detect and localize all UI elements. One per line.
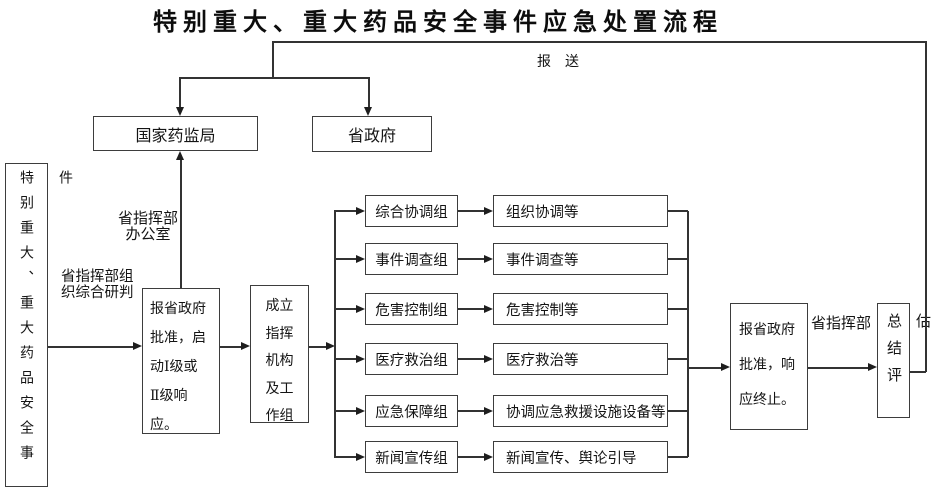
arrowhead-down: [363, 107, 372, 116]
arrowhead-right: [484, 354, 493, 363]
connector-line: [668, 456, 688, 458]
arrowhead-right: [356, 452, 365, 461]
connector-line: [668, 258, 688, 260]
arrowhead-right: [484, 254, 493, 263]
setup-command-box: 成立 指挥 机构 及工 作组: [250, 285, 309, 424]
connector-line: [334, 210, 357, 212]
connector-line: [334, 258, 357, 260]
arrowhead-right: [241, 342, 250, 351]
connector-line: [808, 367, 869, 369]
connector-line: [334, 210, 336, 458]
connector-line: [668, 308, 688, 310]
connector-line: [925, 41, 927, 372]
research-judgement-label: 省指挥部组 织综合研判: [61, 269, 134, 301]
arrowhead-right: [356, 354, 365, 363]
connector-line: [334, 358, 357, 360]
arrowhead-right: [484, 304, 493, 313]
provincial-gov-box: 省政府: [312, 116, 432, 152]
connector-line: [458, 210, 485, 212]
connector-line: [180, 77, 369, 79]
connector-line: [334, 308, 357, 310]
workgroup-box: 应急保障组: [365, 395, 458, 427]
connector-line: [458, 308, 485, 310]
arrowhead-right: [356, 406, 365, 415]
connector-line: [458, 456, 485, 458]
diagram-title: 特别重大、重大药品安全事件应急处置流程: [153, 10, 723, 36]
arrowhead-right: [356, 304, 365, 313]
duty-box: 协调应急救援设施设备等: [493, 395, 668, 427]
duty-box: 新闻宣传、舆论引导: [493, 441, 668, 473]
arrowhead-right: [133, 342, 142, 351]
connector-line: [910, 371, 926, 373]
arrowhead-down: [175, 107, 184, 116]
connector-line: [48, 346, 134, 348]
connector-line: [180, 159, 182, 288]
nmpa-box: 国家药监局: [93, 116, 258, 151]
submit-report-label: 报 送: [537, 55, 579, 70]
workgroup-box: 危害控制组: [365, 293, 458, 325]
summary-evaluation-box: 总结评估: [877, 303, 930, 418]
duty-box: 组织协调等: [493, 195, 668, 227]
connector-line: [272, 41, 926, 43]
approve-end-response-box: 报省政府 批准，响 应终止。: [730, 303, 808, 430]
connector-line: [687, 211, 689, 457]
duty-box: 危害控制等: [493, 293, 668, 325]
workgroup-box: 新闻宣传组: [365, 441, 458, 473]
approve-start-response-box: 报省政府 批准，启 动Ⅰ级或 Ⅱ级响 应。: [142, 288, 220, 434]
workgroup-box: 医疗救治组: [365, 343, 458, 375]
arrowhead-right: [484, 206, 493, 215]
connector-line: [334, 410, 357, 412]
connector-line: [668, 410, 688, 412]
arrowhead-right: [721, 363, 730, 372]
incident-box: 特别重大、重大药品安全事件: [5, 163, 72, 487]
arrowhead-right: [356, 206, 365, 215]
connector-line: [220, 346, 242, 348]
duty-box: 事件调查等: [493, 243, 668, 275]
connector-line: [458, 358, 485, 360]
command-office-label: 省指挥部 办公室: [117, 211, 178, 243]
command-hq-label: 省指挥部: [811, 316, 872, 332]
arrowhead-up: [175, 151, 184, 160]
duty-box: 医疗救治等: [493, 343, 668, 375]
connector-line: [334, 456, 357, 458]
workgroup-box: 综合协调组: [365, 195, 458, 227]
connector-line: [668, 358, 688, 360]
connector-line: [368, 77, 370, 108]
connector-line: [458, 258, 485, 260]
connector-line: [179, 77, 181, 108]
connector-line: [458, 410, 485, 412]
connector-line: [687, 367, 722, 369]
connector-line: [668, 210, 688, 212]
arrowhead-right: [326, 342, 335, 351]
connector-line: [309, 346, 327, 348]
connector-line: [272, 41, 274, 78]
arrowhead-right: [868, 363, 877, 372]
arrowhead-right: [356, 254, 365, 263]
arrowhead-right: [484, 452, 493, 461]
workgroup-box: 事件调查组: [365, 243, 458, 275]
arrowhead-right: [484, 406, 493, 415]
